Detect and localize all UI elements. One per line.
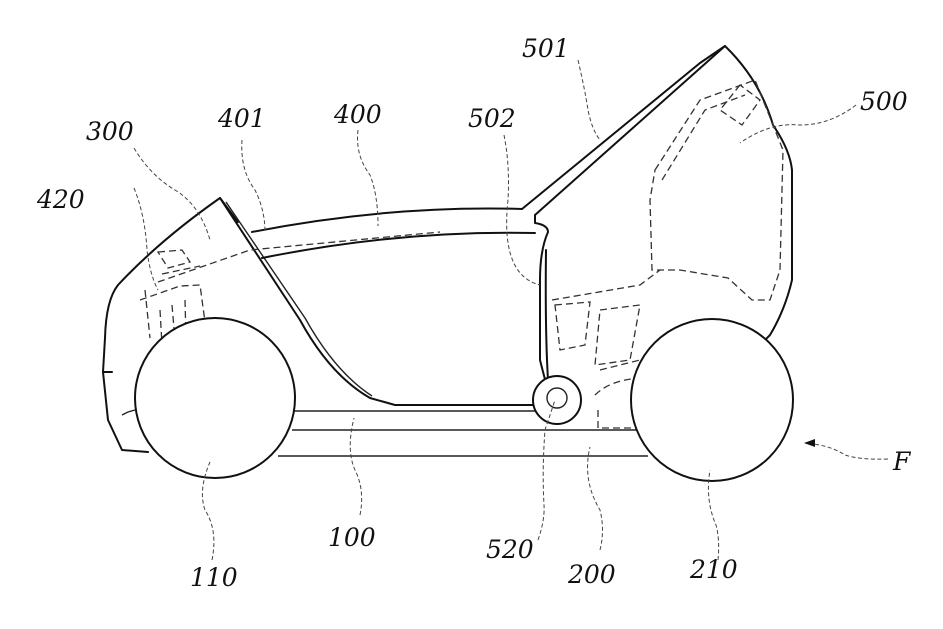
label-200: 200 [567, 560, 616, 589]
hinge-520 [532, 375, 582, 425]
label-100: 100 [328, 523, 376, 552]
label-520: 520 [486, 535, 534, 564]
front-body-300 [102, 197, 536, 453]
label-420: 420 [36, 185, 85, 214]
label-210: 210 [689, 555, 738, 584]
door-500 [521, 45, 793, 429]
lower-frame-100 [278, 410, 648, 457]
label-501: 501 [522, 34, 570, 63]
leader-lines [133, 59, 889, 561]
label-300: 300 [86, 117, 134, 146]
label-400: 400 [333, 100, 382, 129]
rear-wheel-210 [630, 318, 794, 482]
label-500: 500 [860, 87, 908, 116]
label-502: 502 [468, 104, 516, 133]
front-wheel-110 [134, 317, 296, 479]
label-401: 401 [217, 104, 266, 133]
label-110: 110 [190, 563, 238, 592]
label-force-f: F [892, 447, 912, 476]
roof-400 [251, 207, 536, 259]
